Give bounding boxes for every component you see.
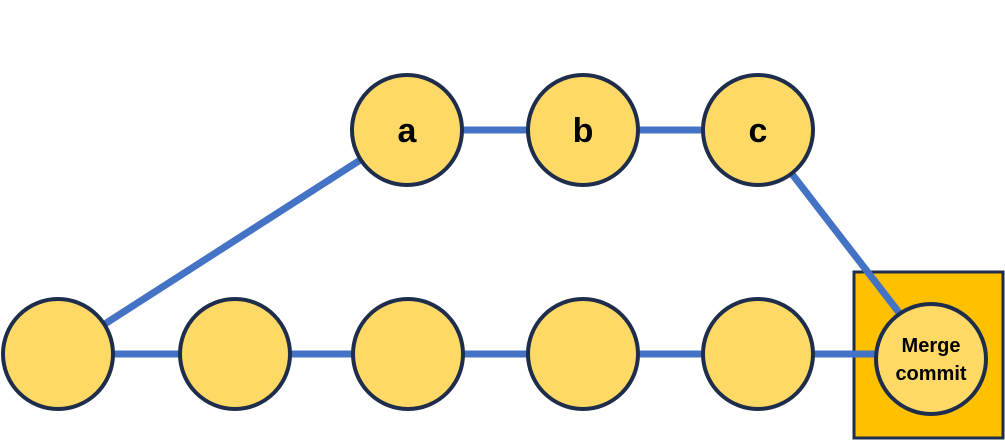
commit-node-b[interactable]: [526, 73, 640, 187]
commit-label-c: c: [749, 112, 768, 150]
commit-node-merge[interactable]: [874, 302, 988, 416]
commit-node-main-5[interactable]: [701, 297, 815, 411]
merge-label-line2: commit: [895, 363, 966, 385]
commit-label-a: a: [398, 112, 418, 150]
commit-node-a[interactable]: [350, 73, 464, 187]
commit-label-b: b: [573, 112, 594, 150]
merge-label-line1: Merge: [902, 335, 961, 357]
feature-branch-commits: a b c: [350, 73, 815, 187]
commit-node-c[interactable]: [701, 73, 815, 187]
commit-node-main-1[interactable]: [1, 297, 115, 411]
merge-commit: Merge commit: [874, 302, 988, 416]
commit-node-main-3[interactable]: [351, 297, 465, 411]
commit-node-main-2[interactable]: [178, 297, 292, 411]
main-branch-commits: [1, 297, 815, 411]
edge-main1-a: [56, 127, 409, 357]
commit-node-main-4[interactable]: [526, 297, 640, 411]
